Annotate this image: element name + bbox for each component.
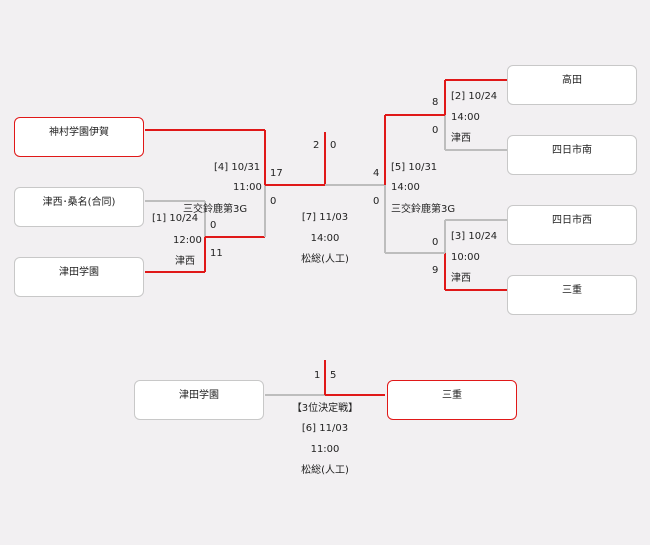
final-score-right: 0	[330, 140, 337, 151]
game4-time: 11:00	[233, 182, 262, 193]
team-mie[interactable]: 三重	[507, 275, 637, 315]
third-venue: 松総(人工)	[301, 465, 349, 476]
team-yokkaichi-nishi[interactable]: 四日市西	[507, 205, 637, 245]
game3-score-top: 0	[432, 237, 439, 248]
final-time: 14:00	[310, 233, 340, 244]
game3-score-bottom: 9	[432, 265, 439, 276]
game2-score-bottom: 0	[432, 125, 439, 136]
game2-time: 14:00	[451, 112, 480, 123]
game4-venue: 三交鈴鹿第3G	[183, 204, 248, 215]
third-score-left: 1	[314, 370, 321, 381]
game5-info: [5] 10/31	[391, 162, 438, 173]
game5-time: 14:00	[391, 182, 420, 193]
game1-venue: 津西	[175, 256, 195, 267]
team-takada[interactable]: 高田	[507, 65, 637, 105]
third-score-right: 5	[330, 370, 337, 381]
team-tsunishi-kuwana[interactable]: 津西･桑名(合同)	[14, 187, 144, 227]
game5-score-top: 4	[373, 168, 380, 179]
game5-venue: 三交鈴鹿第3G	[391, 204, 456, 215]
team-third-right[interactable]: 三重	[387, 380, 517, 420]
third-time: 11:00	[310, 444, 340, 455]
final-info: [7] 11/03	[301, 212, 349, 223]
game1-info: [1] 10/24	[152, 213, 199, 224]
team-yokkaichi-minami[interactable]: 四日市南	[507, 135, 637, 175]
final-venue: 松総(人工)	[301, 254, 349, 265]
third-title: 【3位決定戦】	[291, 403, 359, 414]
game4-score-bottom: 17	[270, 168, 283, 179]
team-third-left[interactable]: 津田学園	[134, 380, 264, 420]
third-info: [6] 11/03	[301, 423, 349, 434]
game1-score-top: 0	[210, 220, 217, 231]
team-kamimura[interactable]: 神村学園伊賀	[14, 117, 144, 157]
game2-info: [2] 10/24	[451, 91, 498, 102]
game1-time: 12:00	[173, 235, 202, 246]
game5-score-bottom: 0	[373, 196, 380, 207]
game2-venue: 津西	[451, 133, 471, 144]
game4-info: [4] 10/31	[214, 162, 261, 173]
game3-venue: 津西	[451, 273, 471, 284]
game4-score-top: 0	[270, 196, 277, 207]
game2-score-top: 8	[432, 97, 439, 108]
game3-time: 10:00	[451, 252, 480, 263]
final-score-left: 2	[313, 140, 320, 151]
game3-info: [3] 10/24	[451, 231, 498, 242]
team-tsuda[interactable]: 津田学園	[14, 257, 144, 297]
game1-score-bottom: 11	[210, 248, 223, 259]
